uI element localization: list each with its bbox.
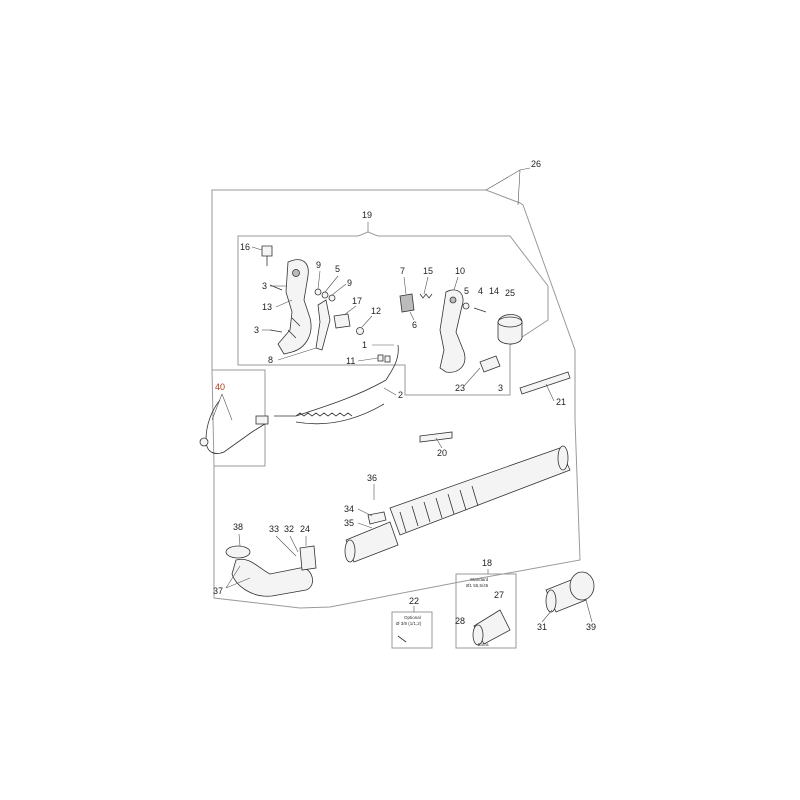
callout-31: 31	[537, 622, 547, 632]
switch-17	[333, 313, 351, 329]
option-panel-18	[455, 573, 517, 649]
nozzle-31-39	[545, 571, 595, 613]
standard-note-sub: Ø1 55,5/45	[466, 583, 489, 588]
callout-21: 21	[556, 397, 566, 407]
callout-26: 26	[531, 159, 541, 169]
spring-15	[419, 293, 433, 299]
flex-tube-36	[389, 445, 571, 536]
callout-9: 9	[347, 278, 352, 288]
optional-note-title: Optional	[404, 615, 421, 620]
callout-3: 3	[262, 281, 267, 291]
callout-3: 3	[254, 325, 259, 335]
callout-28: 28	[455, 616, 465, 626]
bracket-23	[479, 355, 501, 373]
trigger-8	[315, 299, 331, 351]
rod-21	[519, 371, 571, 395]
callout-6: 6	[412, 320, 417, 330]
extra-note: Extra	[478, 642, 489, 647]
callout-3: 3	[498, 383, 503, 393]
callout-25: 25	[505, 288, 515, 298]
callout-labels: 26 19 16 3 13 3 8 9 5 9 17 12 7 15 10 6 …	[213, 159, 596, 632]
sleeve-25	[497, 314, 523, 345]
callout-35: 35	[344, 518, 354, 528]
callout-14: 14	[489, 286, 499, 296]
callout-7: 7	[400, 266, 405, 276]
callout-32: 32	[284, 524, 294, 534]
nut-12	[356, 327, 364, 335]
callout-12: 12	[371, 306, 381, 316]
handle-group-frame-19	[237, 222, 549, 396]
option-notes: Standard Ø1 55,5/45 Optional Ø 3/8 (1/1,…	[396, 577, 489, 647]
callout-4: 4	[478, 286, 483, 296]
callout-19: 19	[362, 210, 372, 220]
callout-36: 36	[367, 473, 377, 483]
pin-20	[419, 431, 453, 443]
callout-23: 23	[455, 383, 465, 393]
bolt-16	[261, 245, 273, 266]
callout-40: 40	[215, 382, 225, 392]
handle-left-half-13	[277, 259, 312, 355]
callout-1: 1	[362, 340, 367, 350]
coupling-34-35	[344, 511, 399, 563]
callout-15: 15	[423, 266, 433, 276]
callout-13: 13	[262, 302, 272, 312]
callout-27: 27	[494, 590, 504, 600]
callout-33: 33	[269, 524, 279, 534]
handle-right-half-10	[439, 289, 466, 373]
callout-10: 10	[455, 266, 465, 276]
callout-17: 17	[352, 296, 362, 306]
callout-16: 16	[240, 242, 250, 252]
cable-1-2	[274, 344, 399, 425]
leader-lines	[211, 246, 593, 623]
callout-5: 5	[335, 264, 340, 274]
elbow-37	[225, 545, 317, 597]
callout-20: 20	[437, 448, 447, 458]
callout-5: 5	[464, 286, 469, 296]
callout-38: 38	[233, 522, 243, 532]
callout-39: 39	[586, 622, 596, 632]
callout-11: 11	[346, 356, 355, 366]
optional-note-sub: Ø 3/8 (1/1,2)	[396, 621, 422, 626]
callout-34: 34	[344, 504, 354, 514]
screw-set-5-4-14	[462, 302, 487, 313]
callout-37: 37	[213, 586, 223, 596]
cable-group-frame-40	[211, 369, 266, 467]
callout-2: 2	[398, 390, 403, 400]
callout-9: 9	[316, 260, 321, 270]
ground-cable-40	[199, 399, 269, 454]
option-panel-22	[391, 611, 433, 649]
callout-24: 24	[300, 524, 310, 534]
callout-22: 22	[409, 596, 419, 606]
standard-note-title: Standard	[470, 577, 489, 582]
lever-7	[399, 293, 415, 313]
callout-8: 8	[268, 355, 273, 365]
callout-18: 18	[482, 558, 492, 568]
clips-11	[377, 354, 391, 363]
